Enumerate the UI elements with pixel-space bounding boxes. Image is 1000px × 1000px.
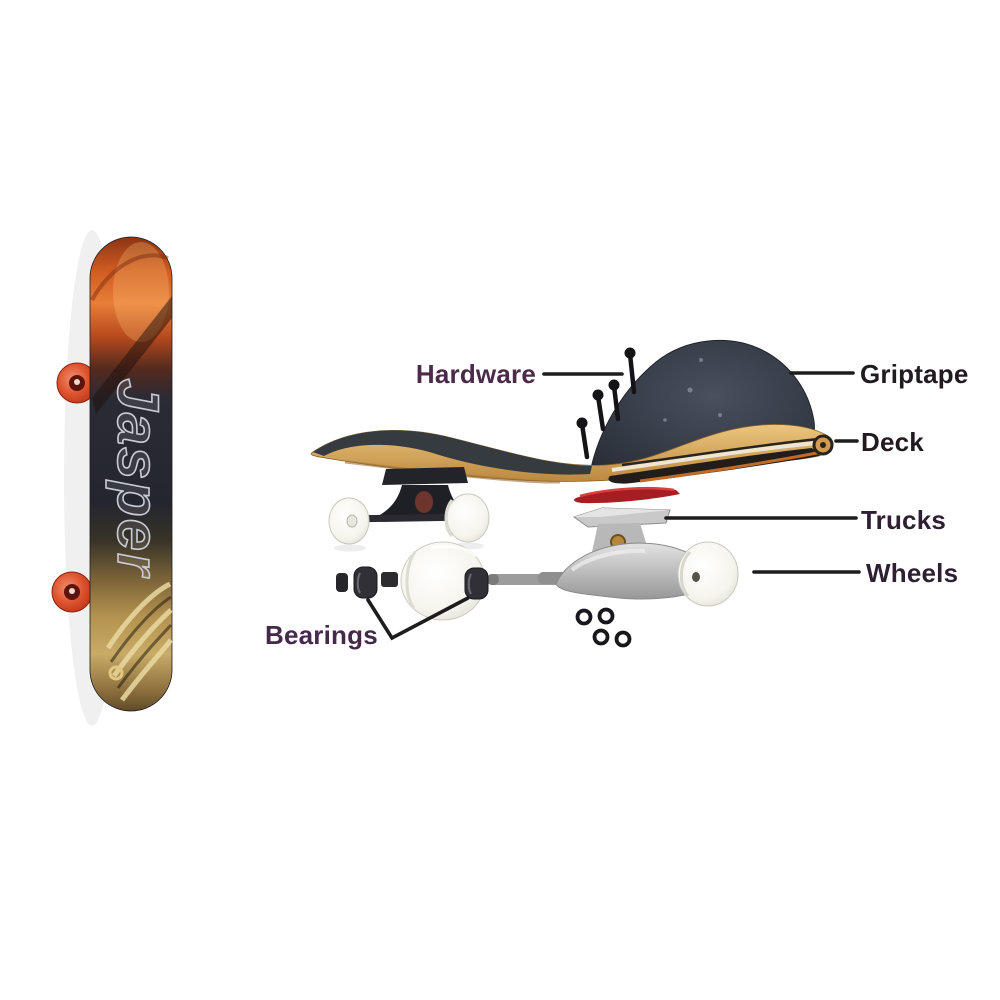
deck-front-graphic	[89, 236, 173, 712]
bearings-leader-line	[366, 596, 470, 641]
leader-lines	[366, 371, 861, 641]
deck-part	[310, 424, 834, 484]
feather-graphics	[105, 581, 173, 702]
hardware-label: Hardware	[415, 359, 536, 389]
axle-nuts-group	[575, 607, 632, 648]
sunburst-highlight	[113, 242, 169, 342]
silver-truck	[538, 486, 739, 607]
brand-logo-text: Jasper	[105, 378, 170, 578]
screw-heads	[576, 347, 636, 429]
wheels-label: Wheels	[866, 558, 959, 588]
red-wheel-top	[56, 362, 98, 404]
hardware-screws	[579, 351, 637, 460]
bearing-left	[353, 566, 378, 599]
feather-shadows	[109, 595, 173, 689]
griptape-label: Griptape	[860, 359, 969, 389]
wheel-on-truck	[677, 541, 739, 607]
axle-nut	[336, 573, 348, 592]
top-arc-detail	[90, 253, 169, 301]
left-skateboard-photo: Jasper	[51, 230, 173, 726]
assembled-truck	[328, 467, 490, 552]
exploded-diagram	[310, 339, 861, 648]
gold-ring-detail	[108, 665, 124, 681]
bearings-label: Bearings	[265, 620, 378, 650]
riser-pad	[574, 487, 680, 504]
red-wheel-bottom	[51, 571, 93, 613]
truck-wheels	[328, 493, 490, 545]
swoosh-stripe	[92, 296, 172, 414]
bushing	[415, 491, 433, 513]
deck-label: Deck	[861, 427, 924, 457]
grip-speckles	[663, 358, 722, 422]
spacer	[381, 572, 398, 587]
bearing-right	[464, 567, 489, 600]
trucks-label: Trucks	[861, 505, 947, 535]
